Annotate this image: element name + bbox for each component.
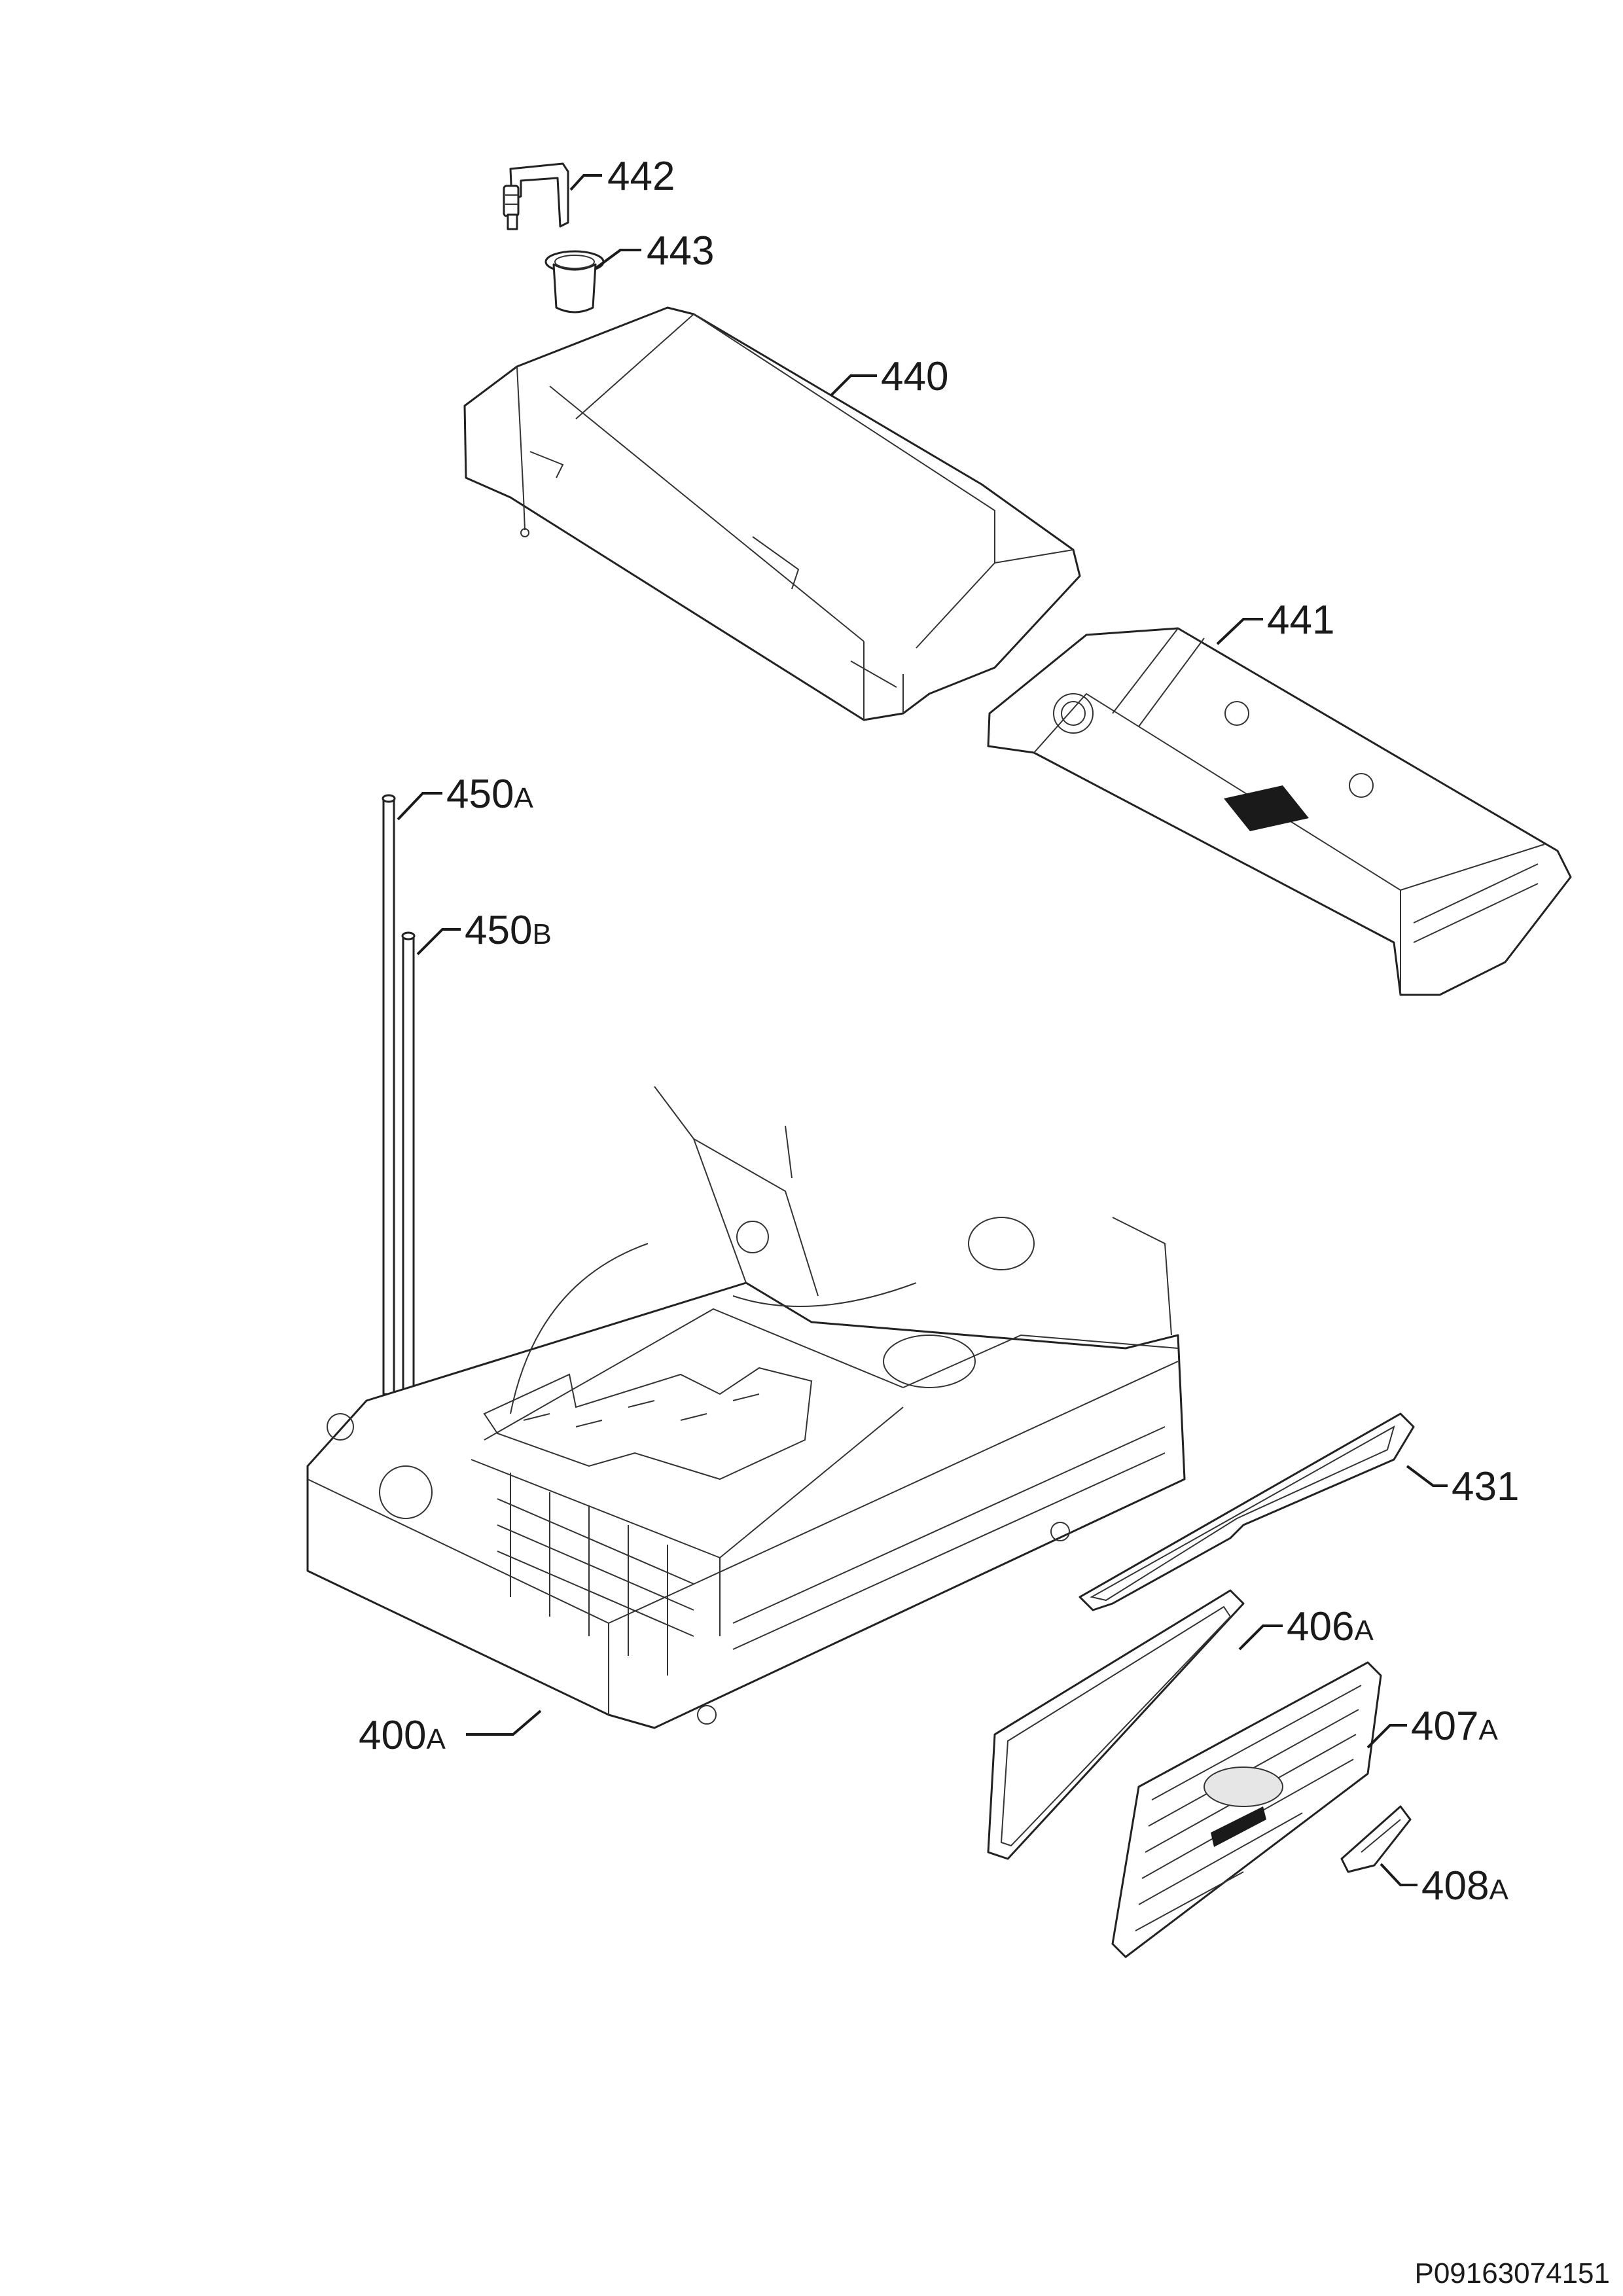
leader-450a [397, 792, 442, 821]
callout-407a: 407A [1411, 1704, 1498, 1749]
leader-442 [569, 174, 602, 191]
callout-431: 431 [1452, 1464, 1519, 1509]
leader-407a [1366, 1724, 1407, 1749]
callout-400a: 400A [359, 1713, 446, 1758]
part-408a-tab [1340, 1805, 1412, 1873]
part-443-bushing [544, 250, 605, 314]
leader-406a [1238, 1624, 1283, 1651]
part-442-clip [503, 162, 569, 230]
callout-406a: 406A [1287, 1604, 1374, 1649]
callout-441: 441 [1267, 598, 1334, 643]
leader-443 [594, 249, 641, 270]
leader-441 [1216, 618, 1263, 645]
part-407a-grille-panel [1111, 1661, 1382, 1958]
leader-lines [397, 174, 1448, 1886]
leader-431 [1406, 1465, 1448, 1487]
leader-450b [416, 928, 461, 956]
leader-440 [830, 374, 877, 397]
part-431-gasket [1079, 1412, 1415, 1611]
part-450b-tube [401, 931, 416, 1408]
callout-450a: 450A [446, 772, 533, 817]
callout-408a: 408A [1421, 1863, 1508, 1909]
part-406a-gasket-frame [987, 1589, 1245, 1860]
document-number: P09163074151 [1414, 2257, 1610, 2289]
callout-450b: 450B [465, 908, 552, 953]
callout-440: 440 [881, 354, 948, 399]
leader-408a [1380, 1863, 1418, 1886]
callout-labels: 442 443 440 441 450A 450B 431 406A 407A … [359, 154, 1519, 1909]
callout-443: 443 [647, 228, 714, 274]
part-441-container [987, 627, 1572, 996]
callout-442: 442 [607, 154, 675, 199]
leader-400a [466, 1710, 542, 1736]
part-400a-base-assembly [306, 1086, 1186, 1729]
part-450a-tube [382, 794, 396, 1395]
part-440-cover [463, 306, 1081, 721]
